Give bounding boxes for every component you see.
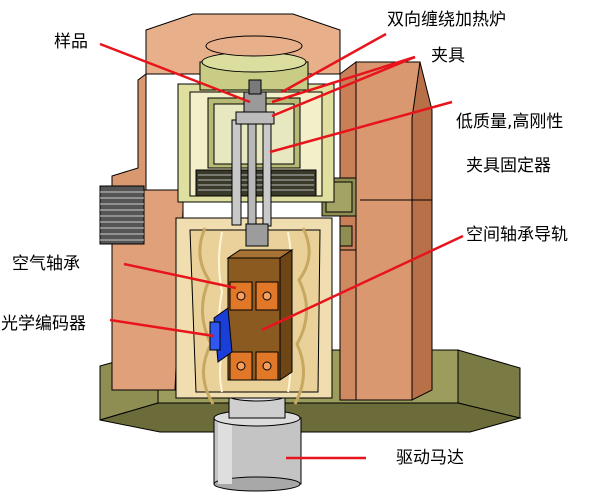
clamp-assembly — [231, 79, 275, 247]
cooling-fins — [99, 185, 145, 245]
label-holder: 夹具固定器 — [466, 156, 551, 176]
label-air-bearing: 空气轴承 — [12, 254, 80, 274]
label-furnace: 双向缠绕加热炉 — [387, 10, 506, 30]
leader-low-mass — [269, 100, 453, 154]
label-clamp: 夹具 — [431, 46, 465, 66]
drive-motor — [213, 390, 302, 492]
label-motor: 驱动马达 — [396, 448, 464, 468]
leader-furnace — [281, 32, 387, 94]
bearing-pads — [229, 281, 279, 381]
label-air-guide: 空间轴承导轨 — [466, 225, 568, 245]
label-sample: 样品 — [54, 32, 88, 52]
label-low-mass: 低质量,高刚性 — [456, 112, 564, 132]
leader-encoder — [109, 318, 215, 338]
leader-sample — [99, 42, 251, 104]
leader-clamp-b — [271, 55, 416, 118]
label-encoder: 光学编码器 — [1, 314, 86, 334]
leader-clamp-a — [271, 55, 416, 104]
leader-guide — [261, 234, 464, 332]
leader-air-bearing — [123, 262, 237, 290]
leader-lines — [99, 32, 464, 460]
